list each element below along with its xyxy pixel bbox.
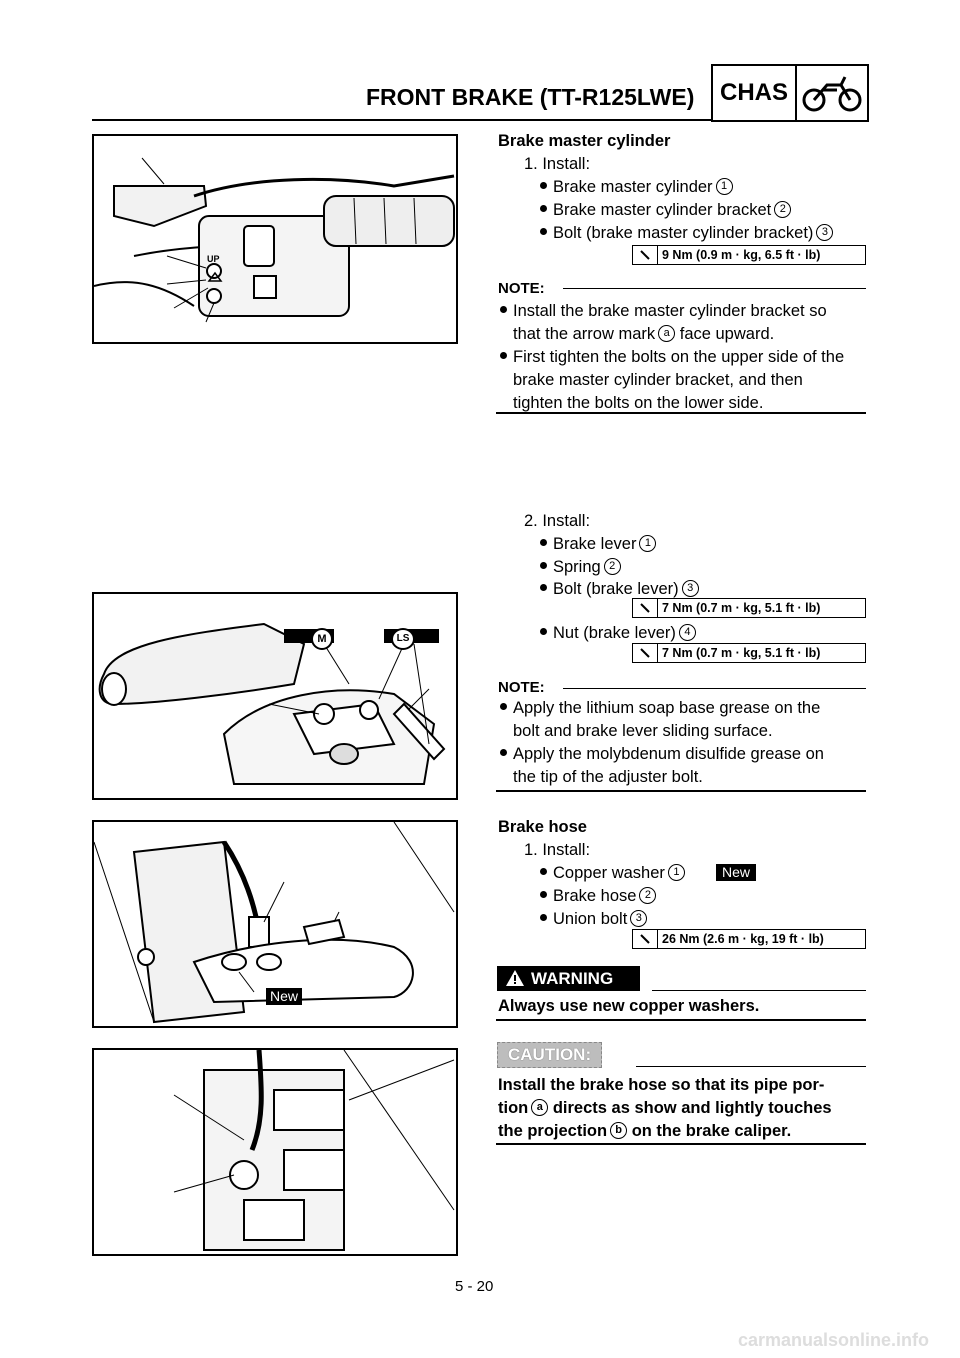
figure-master-cylinder: 1 3 2 a 3 UP xyxy=(92,134,458,344)
lever-torque-spec-2: 7 Nm (0.7 m · kg, 5.1 ft · lb) xyxy=(632,643,866,663)
lever-note-end-rule xyxy=(496,790,866,792)
caution-end-rule xyxy=(496,1143,866,1145)
master-item-3: Bolt (brake master cylinder bracket)3 xyxy=(540,222,834,245)
figure-brake-lever: M LS 4 2 1 3 xyxy=(92,592,458,800)
wrench-icon xyxy=(633,599,658,617)
figure-brake-hose: 2 3 1 New xyxy=(92,820,458,1028)
section-tag: CHAS xyxy=(711,64,869,122)
lever-item-4: Nut (brake lever)4 xyxy=(540,622,696,645)
fig2-tag-m: M xyxy=(311,628,333,650)
master-heading: Brake master cylinder xyxy=(498,132,671,150)
hose-new-tag: New xyxy=(716,864,757,881)
fig3-new-tag: New xyxy=(266,988,303,1005)
lever-item-3: Bolt (brake lever)3 xyxy=(540,578,699,601)
master-torque-spec: 9 Nm (0.9 m · kg, 6.5 ft · lb) xyxy=(632,245,866,265)
page-number: 5 - 20 xyxy=(455,1278,494,1295)
master-note-2c: tighten the bolts on the lower side. xyxy=(513,394,764,412)
lever-step: 2. Install: xyxy=(524,512,591,530)
page-title: FRONT BRAKE (TT-R125LWE) xyxy=(366,84,695,110)
master-note-2b: brake master cylinder bracket, and then xyxy=(513,371,803,389)
caution-line-1: Install the brake hose so that its pipe … xyxy=(498,1076,825,1094)
master-note-1a: Install the brake master cylinder bracke… xyxy=(500,300,827,323)
hose-torque-spec: 26 Nm (2.6 m · kg, 19 ft · lb) xyxy=(632,929,866,949)
watermark: carmanualsonline.info xyxy=(738,1330,930,1350)
hose-heading: Brake hose xyxy=(498,818,587,836)
lever-note-rule xyxy=(563,688,866,689)
master-note-2a: First tighten the bolts on the upper sid… xyxy=(500,346,844,369)
section-tag-text: CHAS xyxy=(713,66,797,120)
lever-note-1b: bolt and brake lever sliding surface. xyxy=(513,722,773,740)
caution-rule xyxy=(636,1066,866,1067)
warning-banner: WARNING xyxy=(497,966,640,991)
lever-note-2b: the tip of the adjuster bolt. xyxy=(513,768,703,786)
warning-rule xyxy=(652,990,866,991)
master-step: 1. Install: xyxy=(524,155,591,173)
warning-icon xyxy=(505,969,525,994)
lever-note-label: NOTE: xyxy=(498,679,545,696)
lever-torque-spec-1: 7 Nm (0.7 m · kg, 5.1 ft · lb) xyxy=(632,598,866,618)
caution-banner: CAUTION: xyxy=(497,1042,603,1068)
wrench-icon xyxy=(633,246,658,264)
warning-text: Always use new copper washers. xyxy=(498,997,760,1015)
hose-step: 1. Install: xyxy=(524,841,591,859)
motorcycle-icon xyxy=(797,66,867,120)
wrench-icon xyxy=(633,644,658,662)
master-note-end-rule xyxy=(496,412,866,414)
lever-note-1a: Apply the lithium soap base grease on th… xyxy=(500,697,820,720)
figure-brake-caliper: a b xyxy=(92,1048,458,1256)
warning-end-rule xyxy=(496,1019,866,1021)
fig2-tag-ls: LS xyxy=(391,628,415,650)
master-note-rule xyxy=(563,288,866,289)
lever-note-2a: Apply the molybdenum disulfide grease on xyxy=(500,743,824,766)
wrench-icon xyxy=(633,930,658,948)
header-rule xyxy=(92,119,712,121)
fig1-up-mark: UP xyxy=(207,254,220,264)
master-note-label: NOTE: xyxy=(498,280,545,297)
